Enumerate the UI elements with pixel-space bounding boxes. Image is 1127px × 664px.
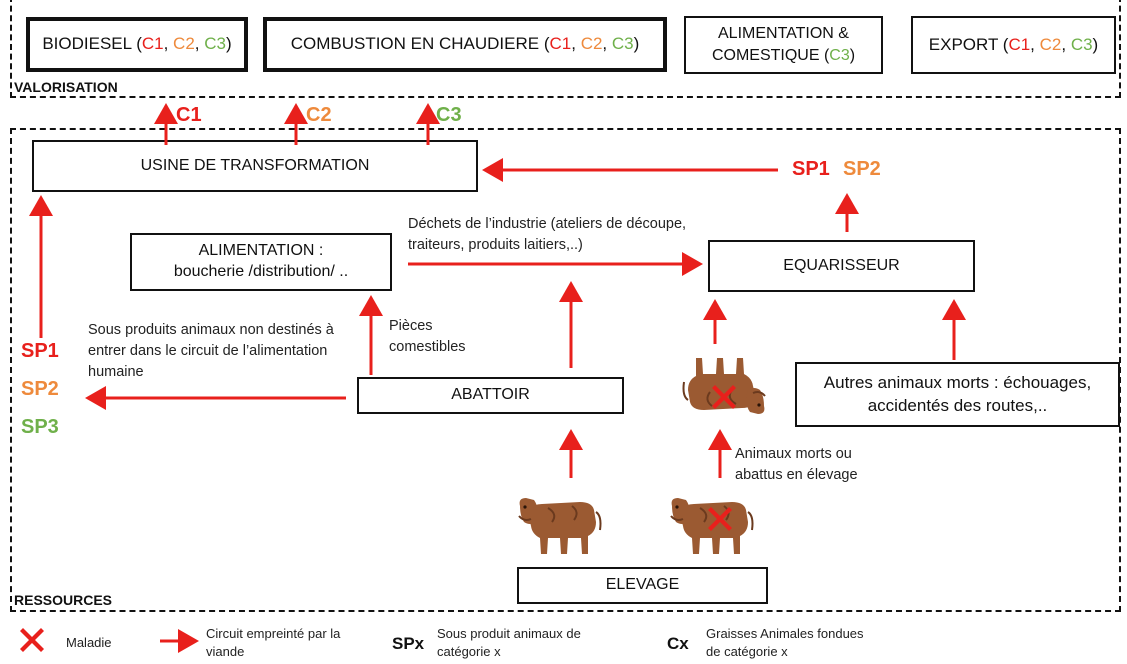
red-x-icon bbox=[20, 628, 44, 652]
legend-cx-text: Graisses Animales fondues de catégorie x bbox=[706, 626, 864, 659]
legend-maladie: Maladie bbox=[66, 635, 112, 650]
alimentation-box: ALIMENTATION :boucherie /distribution/ .… bbox=[130, 233, 392, 291]
legend-spx-text: Sous produit animaux de catégorie x bbox=[437, 626, 581, 659]
abattoir-box: ABATTOIR bbox=[357, 377, 624, 414]
usine-box: USINE DE TRANSFORMATION bbox=[32, 140, 478, 192]
elevage-box: ELEVAGE bbox=[517, 567, 768, 604]
sp1-left-label: SP1 bbox=[21, 340, 59, 362]
combustion-box: COMBUSTION EN CHAUDIERE (C1, C2, C3) bbox=[263, 17, 667, 72]
sp1-usine-label: SP1 bbox=[792, 158, 830, 180]
legend-circuit: Circuit empreinté par la viande bbox=[206, 626, 341, 659]
pieces-label: Pièces comestibles bbox=[389, 318, 466, 356]
legend-spx-key: SPx bbox=[392, 634, 425, 653]
flow-label-c2: C2 bbox=[306, 104, 332, 126]
alimentation-cosmetique-box: ALIMENTATION & COMESTIQUE (C3) bbox=[684, 16, 883, 74]
ressources-frame bbox=[10, 128, 1121, 612]
cow-icon bbox=[518, 497, 602, 555]
sp3-left-label: SP3 bbox=[21, 416, 59, 438]
dechets-label: Déchets de l’industrie (ateliers de déco… bbox=[408, 216, 687, 254]
flow-label-c3: C3 bbox=[436, 104, 462, 126]
valorisation-frame bbox=[10, 0, 1121, 98]
valorisation-label: VALORISATION bbox=[14, 79, 118, 95]
biodiesel-box: BIODIESEL (C1, C2, C3) bbox=[26, 17, 248, 72]
dead-cow-icon bbox=[682, 357, 766, 415]
equarisseur-box: EQUARISSEUR bbox=[708, 240, 975, 292]
sp2-left-label: SP2 bbox=[21, 378, 59, 400]
animaux-morts-label: Animaux morts ou abattus en élevage bbox=[735, 446, 858, 484]
sous-produits-label: Sous produits animaux non destinés à ent… bbox=[88, 322, 334, 381]
export-box: EXPORT (C1, C2, C3) bbox=[911, 16, 1116, 74]
autres-animaux-box: Autres animaux morts : échouages,acciden… bbox=[795, 362, 1120, 427]
flow-label-c1: C1 bbox=[176, 104, 202, 126]
legend-cx-key: Cx bbox=[667, 634, 689, 653]
sp2-usine-label: SP2 bbox=[843, 158, 881, 180]
ressources-label: RESSOURCES bbox=[14, 592, 113, 608]
